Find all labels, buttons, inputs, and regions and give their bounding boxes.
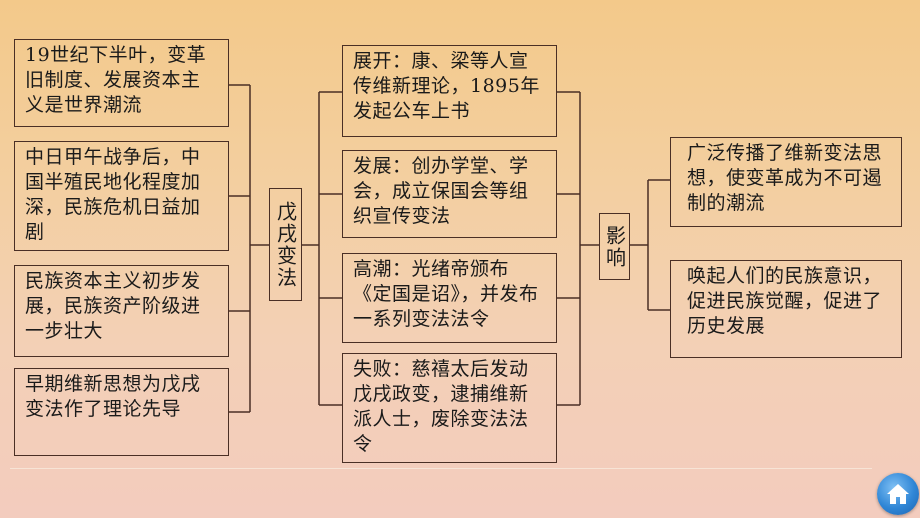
impact-box-2: 唤起人们的民族意识，促进民族觉醒，促进了历史发展 [670, 260, 902, 358]
impact-text: 广泛传播了维新变法思想，使变革成为不可遏制的潮流 [687, 142, 883, 214]
cause-box-4: 早期维新思想为戊戌变法作了理论先导 [14, 368, 229, 456]
stage-text: 展开：康、梁等人宣传维新理论，1895年发起公车上书 [353, 50, 540, 122]
stage-text: 失败：慈禧太后发动戊戌政变，逮捕维新派人士，废除变法法令 [353, 358, 529, 455]
stage-box-develop: 发展：创办学堂、学会，成立保国会等组织宣传变法 [342, 150, 557, 238]
cause-box-1: 19世纪下半叶，变革旧制度、发展资本主义是世界潮流 [14, 39, 229, 127]
stage-text: 发展：创办学堂、学会，成立保国会等组织宣传变法 [353, 155, 529, 227]
cause-text: 早期维新思想为戊戌变法作了理论先导 [25, 373, 201, 420]
stage-text: 高潮：光绪帝颁布《定国是诏》，并发布一系列变法法令 [353, 258, 539, 330]
cause-text: 中日甲午战争后，中国半殖民地化程度加深，民族危机日益加剧 [25, 146, 201, 243]
center-label: 戊戌变法 [273, 200, 298, 289]
home-icon [887, 484, 909, 504]
impact-box-1: 广泛传播了维新变法思想，使变革成为不可遏制的潮流 [670, 137, 902, 227]
cause-box-2: 中日甲午战争后，中国半殖民地化程度加深，民族危机日益加剧 [14, 141, 229, 251]
center-label-box: 戊戌变法 [269, 188, 302, 301]
stage-box-expand: 展开：康、梁等人宣传维新理论，1895年发起公车上书 [342, 45, 557, 137]
cause-text: 民族资本主义初步发展，民族资产阶级进一步壮大 [25, 270, 201, 342]
cause-box-3: 民族资本主义初步发展，民族资产阶级进一步壮大 [14, 265, 229, 357]
home-button[interactable] [877, 473, 919, 515]
cause-text: 19世纪下半叶，变革旧制度、发展资本主义是世界潮流 [25, 44, 207, 116]
stage-box-climax: 高潮：光绪帝颁布《定国是诏》，并发布一系列变法法令 [342, 253, 557, 343]
impact-label: 影响 [602, 224, 627, 269]
impact-text: 唤起人们的民族意识，促进民族觉醒，促进了历史发展 [687, 265, 883, 337]
stage-box-failure: 失败：慈禧太后发动戊戌政变，逮捕维新派人士，废除变法法令 [342, 353, 557, 463]
impact-label-box: 影响 [599, 213, 630, 280]
footer-divider [10, 468, 872, 469]
